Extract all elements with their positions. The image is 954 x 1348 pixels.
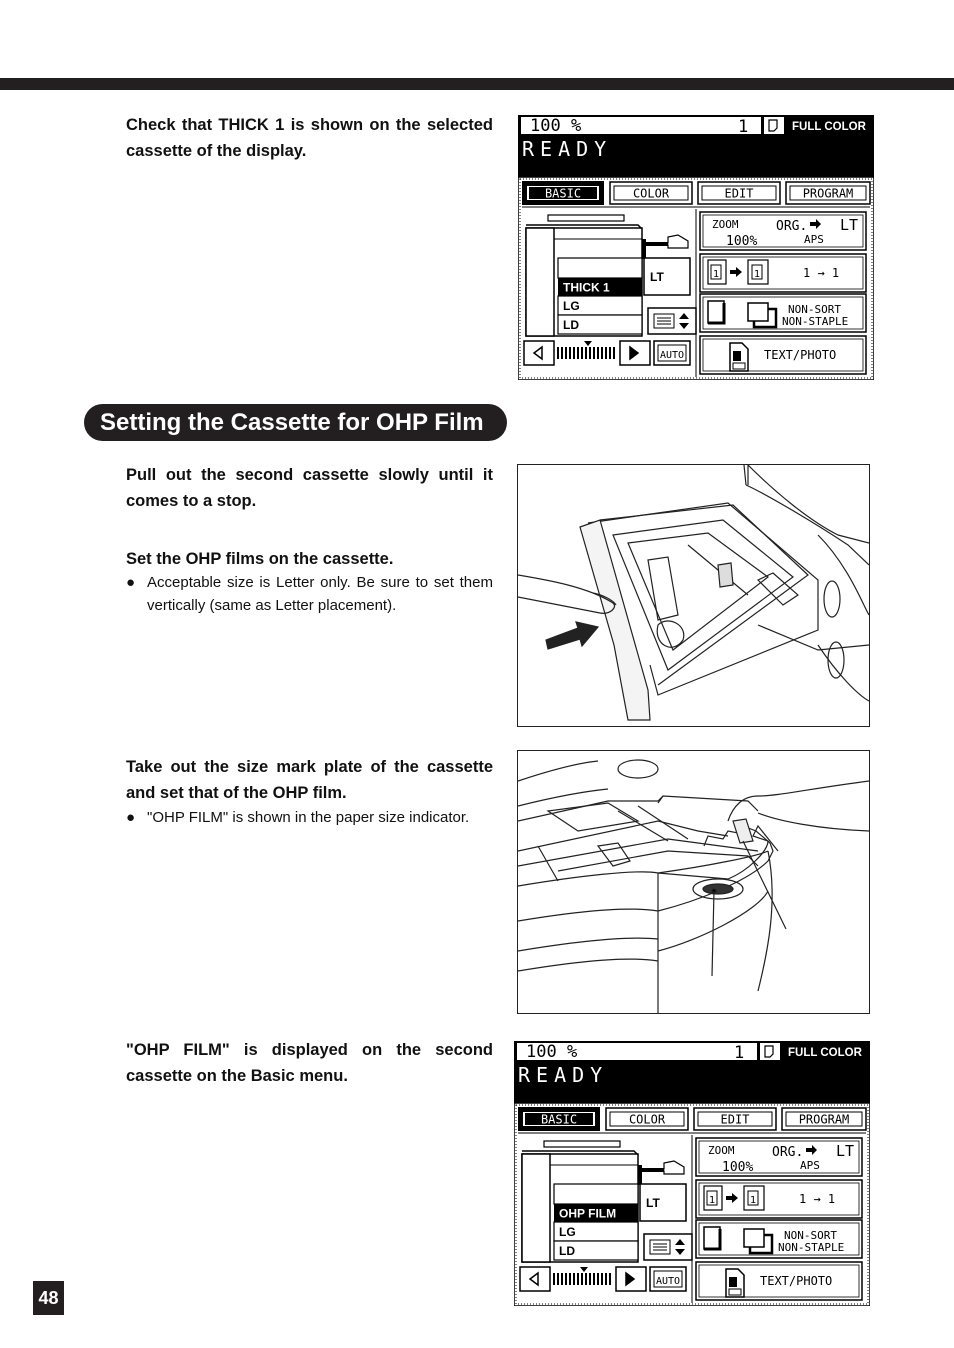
cassette-4-ld[interactable]: LD [563, 318, 579, 332]
section-title: Setting the Cassette for OHP Film [84, 404, 507, 441]
density-scale [557, 341, 618, 359]
duplex-mode-value: 1 → 1 [803, 266, 839, 280]
color-mode-label: FULL COLOR [788, 1047, 863, 1059]
svg-text:1: 1 [713, 269, 719, 280]
staple-mode: NON-STAPLE [782, 315, 848, 328]
tab-color[interactable]: COLOR [629, 1113, 666, 1127]
cassette-3-lg[interactable]: LG [559, 1225, 576, 1239]
staple-mode: NON-STAPLE [778, 1241, 844, 1254]
cassette-3-lg[interactable]: LG [563, 299, 580, 313]
svg-text:1: 1 [750, 1195, 756, 1206]
svg-text:ORG.: ORG. [772, 1145, 803, 1160]
density-lighter-button [519, 1266, 551, 1292]
cassette-4-ld[interactable]: LD [559, 1244, 575, 1258]
svg-text:APS: APS [800, 1159, 820, 1172]
header-rule [0, 78, 954, 90]
color-mode-label: FULL COLOR [792, 121, 867, 133]
density-scale [553, 1267, 614, 1285]
paper-size-indicator: LT [650, 270, 664, 284]
svg-text:ZOOM: ZOOM [712, 218, 739, 231]
finisher-mode-button [695, 1219, 863, 1259]
step-size-mark-plate: Take out the size mark plate of the cass… [126, 758, 493, 802]
tab-program[interactable]: PROGRAM [799, 1113, 850, 1127]
paper-icon [764, 1045, 774, 1058]
cassette-2-ohp-film[interactable]: OHP FILM [559, 1207, 616, 1221]
svg-text:AUTO: AUTO [656, 1276, 680, 1287]
svg-text:100%: 100% [726, 234, 757, 249]
svg-text:1: 1 [754, 269, 760, 280]
tab-edit[interactable]: EDIT [721, 1113, 750, 1127]
image-mode-button [699, 335, 867, 375]
illustration-size-mark-plate [517, 750, 870, 1014]
step-check-thick1: Check that THICK 1 is shown on the selec… [126, 116, 493, 160]
tab-program[interactable]: PROGRAM [803, 187, 854, 201]
control-panel-display-ohp-film: 100 % 1 FULL COLOR READY BASIC COLOR EDI… [514, 1041, 870, 1306]
control-panel-display-thick1: 100 % 1 FULL COLOR READY BASIC COLOR EDI… [518, 115, 874, 380]
paper-size-indicator: LT [646, 1196, 660, 1210]
copy-count: 1 [734, 1043, 744, 1063]
tab-basic[interactable]: BASIC [545, 187, 581, 201]
svg-text:1: 1 [709, 1195, 715, 1206]
copy-count: 1 [738, 117, 748, 137]
svg-text:ORG.: ORG. [776, 219, 807, 234]
step-set-ohp-films: Set the OHP films on the cassette. [126, 550, 394, 568]
zoom-button [699, 211, 867, 251]
step-pull-out-cassette: Pull out the second cassette slowly unti… [126, 466, 493, 510]
image-mode-value: TEXT/PHOTO [764, 348, 836, 362]
svg-text:AUTO: AUTO [660, 350, 684, 361]
duplex-mode-button [695, 1179, 863, 1219]
cassette-2-thick1[interactable]: THICK 1 [563, 281, 610, 295]
note-ohp-film-indicator: ● "OHP FILM" is shown in the paper size … [126, 809, 470, 826]
tab-basic[interactable]: BASIC [541, 1113, 577, 1127]
zoom-button [695, 1137, 863, 1177]
step-ohp-film-displayed: "OHP FILM" is displayed on the second ca… [126, 1041, 493, 1085]
svg-text:ZOOM: ZOOM [708, 1144, 735, 1157]
svg-text:LT: LT [840, 216, 858, 234]
sort-mode: NON-SORT [788, 303, 841, 316]
svg-text:LT: LT [836, 1142, 854, 1160]
image-mode-value: TEXT/PHOTO [760, 1274, 832, 1288]
note-acceptable-size: ● Acceptable size is Letter only. Be sur… [126, 574, 493, 614]
zoom-display: 100 % [526, 1042, 577, 1062]
duplex-mode-button [699, 253, 867, 293]
tab-edit[interactable]: EDIT [725, 187, 754, 201]
image-mode-button [695, 1261, 863, 1301]
svg-text:APS: APS [804, 233, 824, 246]
duplex-mode-value: 1 → 1 [799, 1192, 835, 1206]
svg-text:100%: 100% [722, 1160, 753, 1175]
tab-color[interactable]: COLOR [633, 187, 670, 201]
status-ready: READY [518, 1063, 608, 1087]
finisher-mode-button [699, 293, 867, 333]
page-number: 48 [33, 1281, 64, 1315]
illustration-pull-out-cassette [517, 464, 870, 727]
sort-mode: NON-SORT [784, 1229, 837, 1242]
zoom-display: 100 % [530, 116, 581, 136]
paper-icon [768, 119, 778, 132]
status-ready: READY [522, 137, 612, 161]
